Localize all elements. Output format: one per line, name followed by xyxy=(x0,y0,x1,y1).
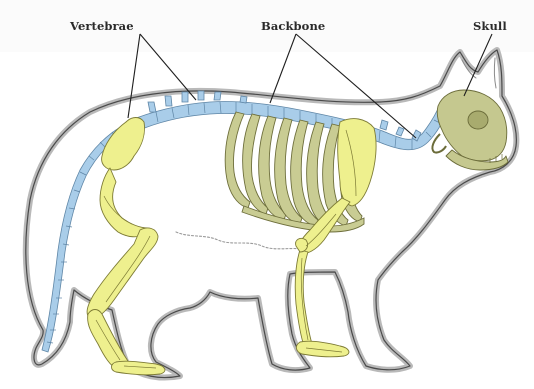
elbow-knob xyxy=(296,238,308,252)
scapula-bone xyxy=(338,119,376,206)
front-leg-bones xyxy=(295,119,376,357)
front-paw xyxy=(296,341,349,357)
jaw-hook xyxy=(432,134,446,153)
radius-bone xyxy=(295,250,312,346)
pelvis-bone xyxy=(102,118,145,171)
vertebrae-label: Vertebrae xyxy=(70,19,134,33)
skull-label: Skull xyxy=(473,19,507,33)
skull-bone xyxy=(432,90,508,170)
eye-socket xyxy=(468,111,488,129)
belly-fur-line xyxy=(176,232,310,250)
backbone-label: Backbone xyxy=(261,19,325,33)
femur-bone xyxy=(100,168,148,237)
ear-inner-line-2 xyxy=(494,58,496,88)
